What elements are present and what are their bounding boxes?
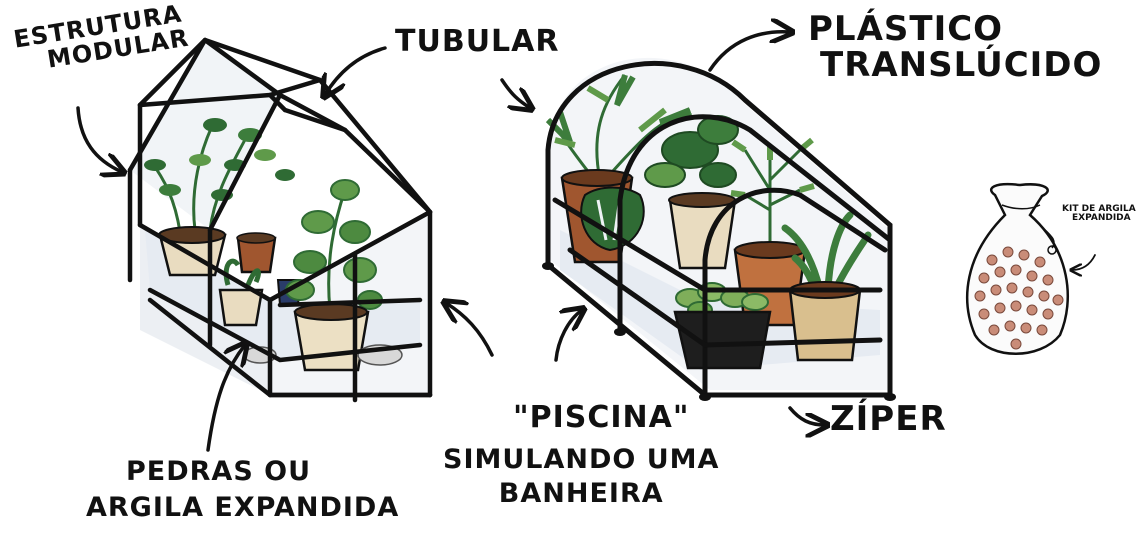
arrow-icon <box>790 408 825 425</box>
label-line: TUBULAR <box>395 26 560 58</box>
label-tubular: TUBULAR <box>395 26 560 58</box>
greenhouse-illustration <box>130 40 430 400</box>
label-line: EXPANDIDA <box>1072 214 1136 223</box>
label-line: TRANSLÚCIDO <box>820 48 1102 84</box>
arrow-icon <box>556 310 582 360</box>
label-ziper: ZÍPER <box>830 402 947 438</box>
label-piscina: "PISCINA" SIMULANDO UMA BANHEIRA <box>443 402 719 508</box>
label-line: ARGILA EXPANDIDA <box>86 494 399 522</box>
arrow-icon <box>446 303 492 355</box>
arrow-icon <box>78 108 122 172</box>
label-kit-argila: KIT DE ARGILA EXPANDIDA <box>1062 205 1136 224</box>
label-line: PLÁSTICO <box>808 12 1102 48</box>
clay-bag-illustration <box>967 184 1068 354</box>
label-pedras-argila: PEDRAS OU ARGILA EXPANDIDA <box>86 458 399 523</box>
label-line: "PISCINA" <box>483 402 719 434</box>
arrow-icon <box>1072 255 1095 270</box>
label-line: PEDRAS OU <box>126 458 399 486</box>
label-line: BANHEIRA <box>443 480 719 508</box>
label-line: SIMULANDO UMA <box>443 446 719 474</box>
label-plastico-translucido: PLÁSTICO TRANSLÚCIDO <box>808 12 1102 83</box>
tunnel-greenhouse-illustration <box>542 58 896 401</box>
arrow-icon <box>325 48 385 95</box>
arrow-icon <box>710 32 790 70</box>
label-line: ZÍPER <box>830 402 947 438</box>
arrow-icon <box>502 80 530 108</box>
